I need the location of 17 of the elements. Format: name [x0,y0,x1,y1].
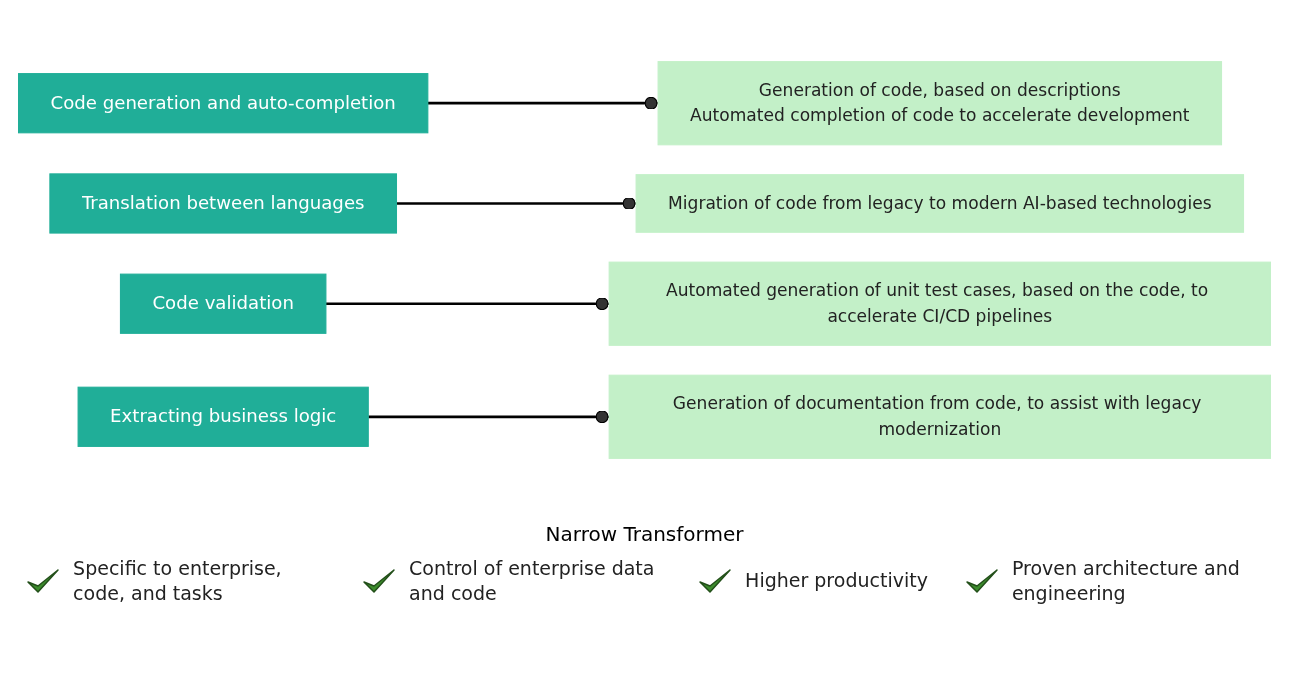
node-box: Extracting business logic [77,386,369,447]
connector [325,297,610,311]
node-box: Migration of code from legacy to modern AI-based technologies [635,174,1245,233]
node-box: Code validation [119,273,327,334]
node-box: Generation of code, based on descriptions Automated completion of code to accelerate development [657,61,1223,146]
benefit-text: Higher productivity [745,568,928,594]
node-box: Automated generation of unit test cases, based on the code, to accelerate CI/CD pipelines [608,261,1271,346]
node-box: Generation of documentation from code, to assist with legacy modernization [608,374,1271,459]
connector [368,410,610,424]
benefit-text: Proven architecture and engineering [1011,556,1241,606]
node-box: Code generation and auto-completion [18,73,429,134]
benefit-text: Specific to enterprise, code, and tasks [73,556,283,606]
connector [427,96,659,110]
connector [396,197,637,210]
node-box: Translation between languages [49,173,397,234]
benefit-text: Control of enterprise data and code [409,556,656,606]
section-heading: Narrow Transformer [545,522,744,546]
